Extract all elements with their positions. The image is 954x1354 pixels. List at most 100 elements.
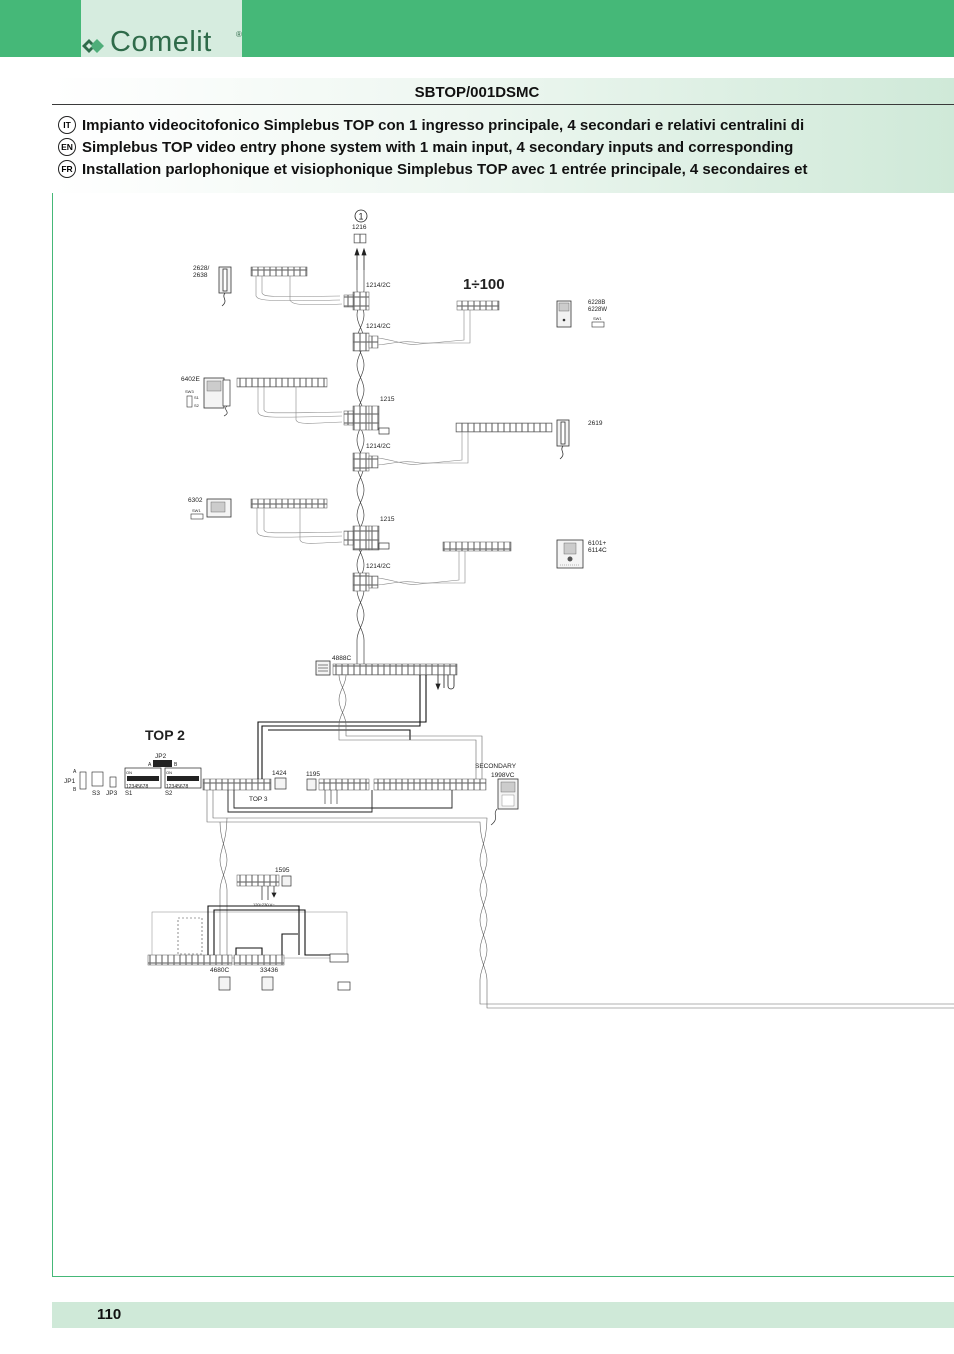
label-sw1-b: SW1	[192, 508, 201, 513]
controller-4888c-icon	[315, 660, 331, 676]
terminal-2619	[455, 422, 553, 433]
terminal-4680c	[147, 954, 233, 966]
terminal-top2	[202, 778, 272, 791]
wire-1214-b	[377, 310, 471, 346]
wire-2619	[377, 432, 469, 466]
module-1195-icon	[306, 778, 317, 791]
power-1595-icon	[281, 875, 292, 887]
range-label: 1÷100	[463, 276, 505, 293]
page-number: 110	[97, 1306, 122, 1323]
distributor-1214-d	[352, 572, 379, 592]
intercom-6228-icon	[556, 300, 572, 328]
page-title: SBTOP/001DSMC	[414, 84, 540, 101]
module-33436-icon	[261, 976, 274, 991]
monitor-6402e-icon	[203, 377, 231, 417]
terminal-1216	[353, 233, 367, 244]
brand-trademark: ®	[236, 30, 242, 39]
marker-number: 1	[358, 212, 363, 222]
label-top3: TOP 3	[249, 796, 268, 803]
label-s2: S2	[194, 403, 200, 408]
lang-badge-en: EN	[58, 138, 76, 156]
description-text-en: Simplebus TOP video entry phone system w…	[82, 138, 794, 156]
distributor-1214-a	[343, 291, 370, 311]
description-en: EN Simplebus TOP video entry phone system…	[58, 138, 793, 158]
label-1424: 1424	[272, 770, 287, 777]
logo-panel	[81, 0, 242, 57]
wire-4888c-top2	[257, 675, 427, 779]
marker-circle-icon: 1	[354, 209, 368, 223]
terminal-2628	[250, 266, 308, 277]
dip-switch-s2	[164, 767, 202, 789]
label-1214-c: 1214/2C	[366, 443, 391, 450]
lock-device-icon	[337, 981, 351, 991]
terminal-1595	[236, 874, 280, 887]
jumper-jp2	[153, 760, 172, 767]
handset-2628-icon	[218, 266, 232, 307]
label-s1b: S1	[125, 791, 133, 797]
label-mains: 120÷230 V~	[253, 902, 275, 907]
box-dashed	[177, 917, 203, 955]
monitor-6302-icon	[206, 498, 232, 518]
diagram-frame	[52, 193, 954, 1277]
label-6228w: 6228W	[588, 307, 607, 313]
handset-2619-icon	[556, 419, 570, 460]
label-2619: 2619	[588, 420, 603, 427]
header-panel	[52, 78, 954, 193]
label-sw1-a: SW1	[593, 316, 602, 321]
top2-label: TOP 2	[145, 727, 185, 743]
brand-name: Comelit	[110, 26, 212, 58]
terminal-1195	[318, 778, 370, 791]
wire-1595	[261, 886, 277, 900]
wire-4888c-lock	[435, 675, 455, 691]
lang-badge-it: IT	[58, 116, 76, 134]
label-2628: 2628/	[193, 265, 209, 272]
label-4680c: 4680C	[210, 967, 229, 974]
jumper-jp3	[109, 776, 117, 788]
dip-switch-s1	[124, 767, 162, 789]
label-secondary: SECONDARY	[475, 763, 517, 770]
jumper-jp1	[79, 771, 87, 790]
box-4680c-group	[151, 911, 348, 959]
label-jp3: JP3	[106, 790, 118, 797]
label-4888c: 4888C	[332, 655, 351, 662]
label-jp2-b: B	[174, 762, 178, 768]
distributor-1215-b	[343, 525, 390, 551]
switch-s3	[91, 771, 104, 787]
up-arrows-icon	[354, 247, 367, 270]
switch-sw3	[186, 395, 193, 408]
terminal-secondary	[373, 778, 487, 791]
label-6302: 6302	[188, 497, 203, 504]
terminal-6402e	[236, 377, 328, 388]
wire-4680c	[207, 905, 330, 958]
module-4680c-icon	[218, 976, 231, 991]
label-dip-1: 12345678	[126, 784, 148, 790]
distributor-1214-c	[352, 452, 379, 472]
switch-sw1-b	[190, 513, 204, 520]
lock-icon	[329, 953, 349, 963]
label-sw3: SW3	[185, 389, 194, 394]
wire-1595-bus	[219, 817, 228, 955]
module-1424-icon	[274, 777, 287, 790]
label-1595: 1595	[275, 867, 290, 874]
wire-2628	[255, 276, 343, 306]
label-a-left: A	[73, 769, 77, 775]
distributor-1214-b	[352, 332, 379, 352]
comelit-logo-icon	[82, 39, 104, 53]
label-s1: S1	[194, 395, 200, 400]
label-6228b: 6228B	[588, 300, 605, 306]
label-jp2-a: A	[148, 762, 152, 768]
label-2638: 2638	[193, 272, 208, 279]
description-fr: FR Installation parlophonique et visiopho…	[58, 160, 807, 180]
switch-sw1-a	[591, 321, 605, 328]
label-jp1: JP1	[64, 778, 76, 785]
footer-bar	[52, 1302, 954, 1328]
description-text-fr: Installation parlophonique et visiophoni…	[82, 160, 808, 178]
lang-badge-fr: FR	[58, 160, 76, 178]
label-6101: 6101+	[588, 540, 606, 547]
title-divider	[52, 104, 954, 105]
label-1216: 1216	[352, 224, 367, 231]
label-6114c: 6114C	[588, 547, 607, 554]
label-1998vc: 1998VC	[491, 772, 515, 779]
terminal-6302	[250, 498, 328, 509]
